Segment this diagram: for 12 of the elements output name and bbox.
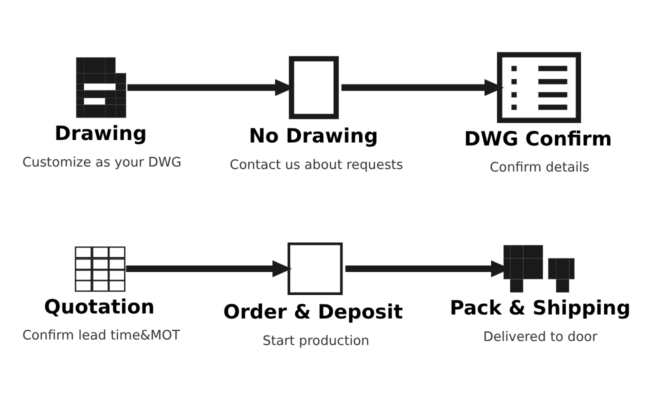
node-label: Confirm details	[490, 160, 590, 176]
node-label: No Drawing	[248, 124, 378, 148]
node-label: Quotation	[44, 295, 155, 318]
node-label: Delivered to door	[483, 330, 598, 345]
node-label: Pack & Shipping	[450, 296, 631, 320]
node-label: Start production	[262, 334, 370, 349]
node-label: Order & Deposit	[223, 300, 403, 324]
node-label: Drawing	[54, 122, 147, 146]
node-label: Customize as your DWG	[22, 155, 182, 170]
node-label: Contact us about requests	[230, 158, 404, 173]
node-label: Confirm lead time&MOT	[22, 328, 180, 344]
node-label: DWG Confirm	[464, 127, 612, 150]
